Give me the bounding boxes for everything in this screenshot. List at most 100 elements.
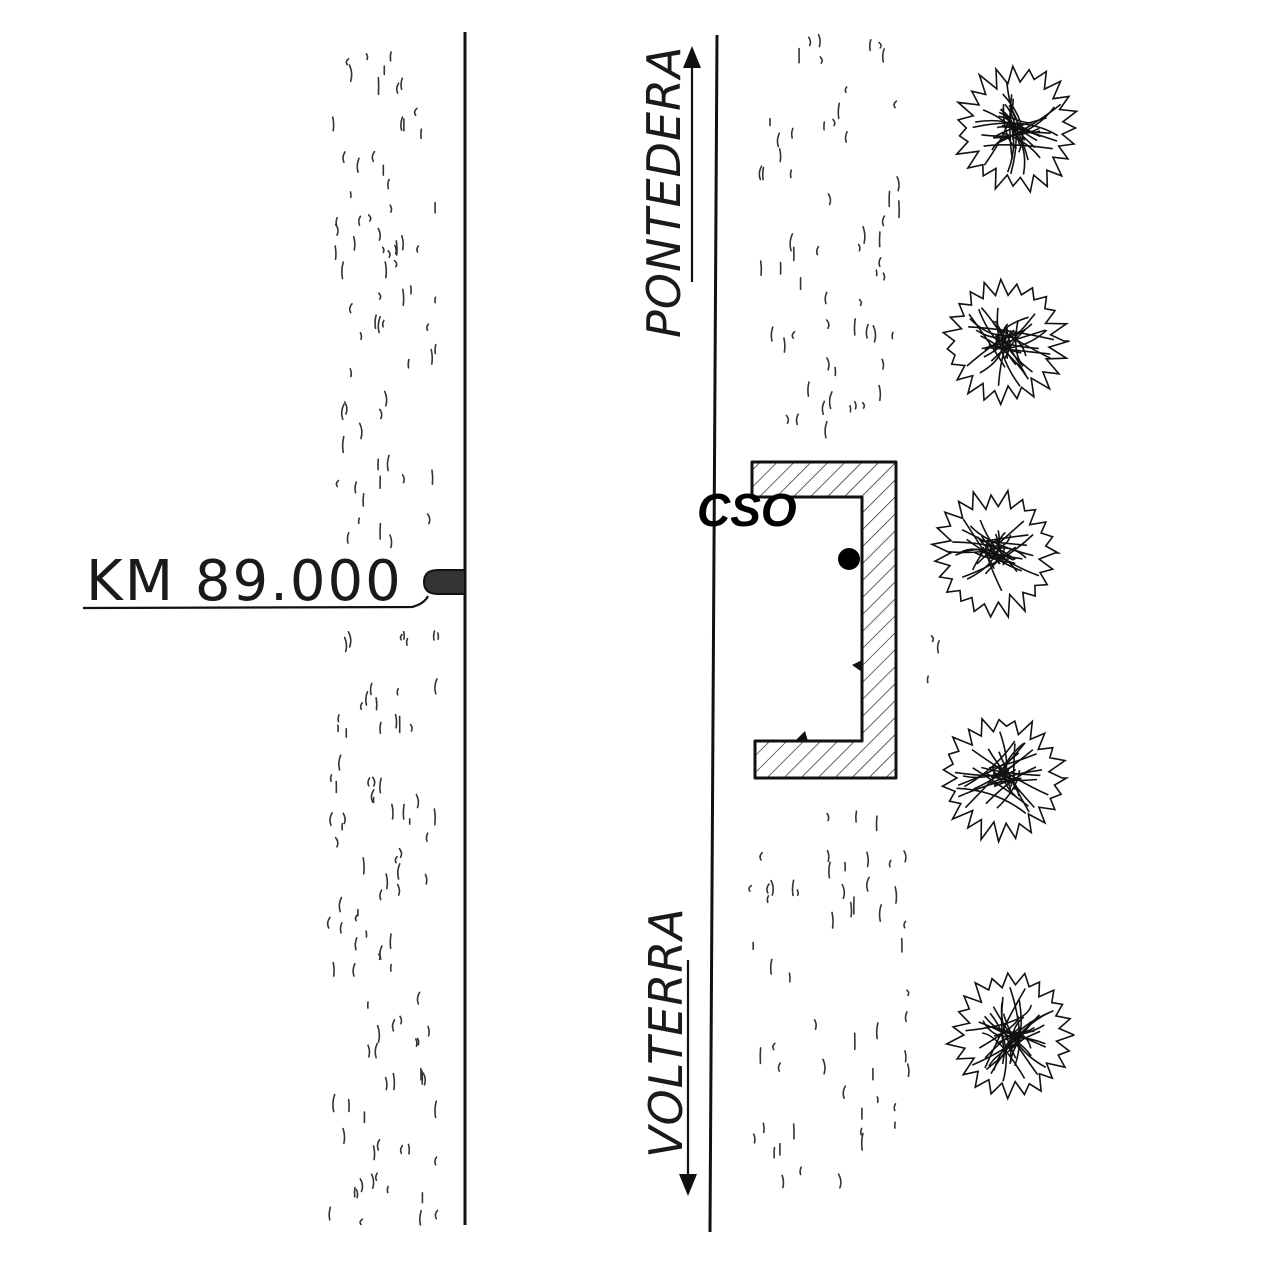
verge-speck xyxy=(826,812,830,822)
verge-speck xyxy=(906,989,910,997)
verge-speck xyxy=(849,901,853,918)
tree-scribble xyxy=(971,539,999,571)
verge-speck xyxy=(359,331,363,341)
tree-icon xyxy=(954,63,1079,195)
verge-speck xyxy=(773,1146,776,1159)
verge-speck xyxy=(434,678,438,695)
verge-speck xyxy=(894,886,898,904)
verge-speck xyxy=(396,687,399,696)
verge-speck xyxy=(759,851,763,861)
location-dot-icon xyxy=(838,548,860,570)
tree-scribble xyxy=(1012,743,1016,790)
verge-speck xyxy=(766,883,770,894)
verge-speck xyxy=(377,227,382,241)
tree-scribble xyxy=(1000,996,1006,1055)
verge-speck xyxy=(371,150,376,163)
verge-speck xyxy=(854,400,857,410)
verge-speck xyxy=(393,259,398,268)
tree-scribble xyxy=(972,767,1029,807)
verge-speck xyxy=(434,1100,438,1119)
verge-speck xyxy=(375,697,378,711)
verge-speck xyxy=(433,808,436,826)
verge-speck xyxy=(367,214,372,222)
verge-speck xyxy=(354,481,358,494)
verge-speck xyxy=(395,240,398,256)
verge-speck xyxy=(776,132,781,148)
verge-speck xyxy=(365,691,369,706)
verge-speck xyxy=(844,86,848,94)
tree-scribble xyxy=(1014,320,1024,367)
verge-speck xyxy=(389,963,392,972)
kilometer-leader-line xyxy=(82,595,429,610)
verge-speck xyxy=(771,1042,776,1051)
verge-speck xyxy=(796,889,799,896)
verge-speck xyxy=(878,257,882,268)
tree-scribble xyxy=(993,117,1047,138)
verge-speck xyxy=(853,318,856,336)
verge-speck xyxy=(367,1044,371,1058)
tree-scribble xyxy=(997,329,1015,386)
verge-speck xyxy=(875,269,878,277)
verge-speck xyxy=(409,285,412,295)
verge-speck xyxy=(338,754,342,771)
tree-outline xyxy=(944,971,1075,1101)
verge-speck xyxy=(400,77,404,91)
verge-speck xyxy=(813,1019,817,1030)
verge-speck xyxy=(770,879,775,896)
verge-speck xyxy=(332,961,335,977)
verge-speck xyxy=(396,883,401,896)
verge-speck xyxy=(926,675,929,684)
verge-speck xyxy=(386,1185,389,1194)
verge-speck xyxy=(354,914,359,922)
verge-speck xyxy=(860,1132,864,1151)
verge-speck xyxy=(416,991,421,1005)
verge-speck xyxy=(396,863,401,880)
verge-speck xyxy=(795,413,799,426)
verge-speck xyxy=(358,422,363,440)
tree-scribble xyxy=(956,787,1027,815)
verge-speck xyxy=(785,414,790,424)
verge-speck xyxy=(434,343,437,355)
tree-scribble xyxy=(1001,132,1041,159)
verge-speck xyxy=(331,116,335,132)
verge-speck xyxy=(431,469,434,485)
verge-speck xyxy=(385,873,389,890)
verge-speck xyxy=(391,803,394,820)
verge-speck xyxy=(402,288,405,307)
verge-speck xyxy=(405,637,409,646)
verge-speck xyxy=(906,1063,910,1078)
verge-speck xyxy=(807,381,810,397)
verge-speck xyxy=(334,223,339,236)
tree-scribble xyxy=(1001,1030,1035,1064)
tree-scribble xyxy=(968,326,1055,341)
tree-scribble xyxy=(983,98,1014,166)
verge-speck xyxy=(817,33,821,48)
verge-speck xyxy=(341,261,345,280)
verge-speck xyxy=(365,53,369,61)
verge-speck xyxy=(332,1093,336,1113)
verge-speck xyxy=(821,400,826,415)
verge-speck xyxy=(426,513,431,525)
verge-speck xyxy=(844,131,848,143)
verge-speck xyxy=(379,889,383,901)
right-verge-texture xyxy=(748,33,940,1189)
verge-speck xyxy=(407,1143,411,1155)
verge-speck xyxy=(819,56,824,64)
tree-scribble xyxy=(982,1032,1026,1079)
verge-speck xyxy=(394,855,398,864)
verge-speck xyxy=(394,244,397,255)
verge-speck xyxy=(783,337,786,353)
verge-speck xyxy=(370,1173,375,1189)
cso-label: CSO xyxy=(697,484,797,536)
verge-speck xyxy=(430,348,434,365)
verge-speck xyxy=(828,391,833,410)
verge-speck xyxy=(790,127,794,139)
verge-speck xyxy=(389,933,392,950)
verge-speck xyxy=(799,1166,802,1176)
tree-scribble xyxy=(971,748,1049,796)
verge-speck xyxy=(409,723,413,732)
verge-speck xyxy=(376,1138,381,1151)
verge-speck xyxy=(369,682,373,696)
verge-speck xyxy=(352,236,356,251)
wall-tick-mark xyxy=(795,731,808,741)
